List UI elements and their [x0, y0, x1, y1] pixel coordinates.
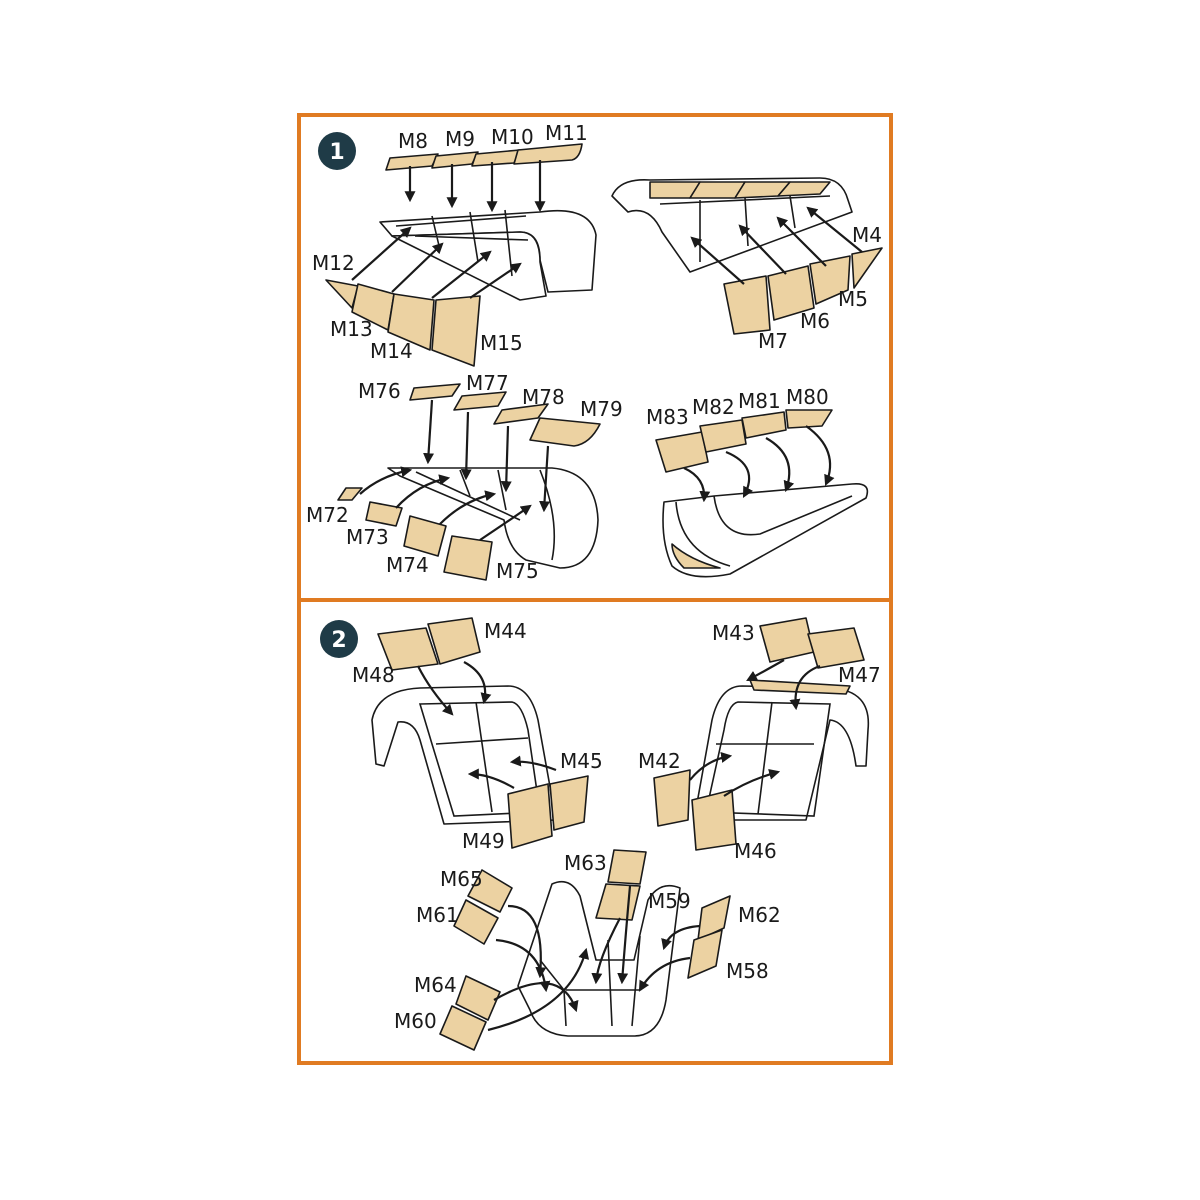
label-m13: M13: [330, 317, 373, 341]
label-m15: M15: [480, 331, 523, 355]
label-m46: M46: [734, 839, 777, 863]
label-m78: M78: [522, 385, 565, 409]
label-m76: M76: [358, 379, 401, 403]
label-m4: M4: [852, 223, 882, 247]
label-m77: M77: [466, 371, 509, 395]
label-m43: M43: [712, 621, 755, 645]
label-m75: M75: [496, 559, 539, 583]
label-m65: M65: [440, 867, 483, 891]
label-m12: M12: [312, 251, 355, 275]
label-m73: M73: [346, 525, 389, 549]
label-m7: M7: [758, 329, 788, 353]
label-m47: M47: [838, 663, 881, 687]
canopy-rear-right: [653, 617, 870, 851]
label-m42: M42: [638, 749, 681, 773]
step-1-number: 1: [329, 140, 344, 165]
label-m45: M45: [560, 749, 603, 773]
label-m60: M60: [394, 1009, 437, 1033]
label-m6: M6: [800, 309, 830, 333]
label-m58: M58: [726, 959, 769, 983]
label-m44: M44: [484, 619, 527, 643]
label-m83: M83: [646, 405, 689, 429]
label-m74: M74: [386, 553, 429, 577]
canopy-bottom-right: [655, 409, 869, 578]
step-1-badge: 1: [318, 132, 356, 170]
label-m49: M49: [462, 829, 505, 853]
label-m11: M11: [545, 121, 588, 145]
label-m63: M63: [564, 851, 607, 875]
label-m82: M82: [692, 395, 735, 419]
canopy-top-left: [325, 143, 597, 367]
label-m59: M59: [648, 889, 691, 913]
label-m80: M80: [786, 385, 829, 409]
canopy-bottom-left: [337, 383, 601, 581]
label-m9: M9: [445, 127, 475, 151]
step-2-badge: 2: [320, 620, 358, 658]
label-m62: M62: [738, 903, 781, 927]
canopy-rear-left: [371, 617, 589, 849]
label-m72: M72: [306, 503, 349, 527]
label-m5: M5: [838, 287, 868, 311]
label-m81: M81: [738, 389, 781, 413]
label-m48: M48: [352, 663, 395, 687]
canopy-front: [439, 849, 731, 1051]
label-m61: M61: [416, 903, 459, 927]
label-m64: M64: [414, 973, 457, 997]
part-labels: M8 M9 M10 M11 M12 M13 M14 M15 M4 M5 M6 M…: [306, 121, 882, 1033]
label-m14: M14: [370, 339, 413, 363]
label-m79: M79: [580, 397, 623, 421]
step-2-panel: [297, 598, 893, 1065]
label-m10: M10: [491, 125, 534, 149]
step-2-number: 2: [331, 628, 346, 653]
canopy-top-right: [611, 177, 883, 335]
label-m8: M8: [398, 129, 428, 153]
